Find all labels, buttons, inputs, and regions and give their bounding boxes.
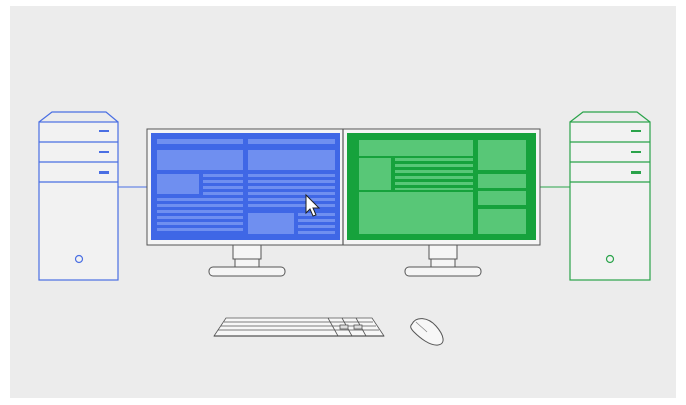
keyboard-icon [214,318,384,336]
left-computer-tower-icon [39,112,118,280]
right-computer-tower-icon [570,112,650,280]
mouse-icon [411,319,443,346]
